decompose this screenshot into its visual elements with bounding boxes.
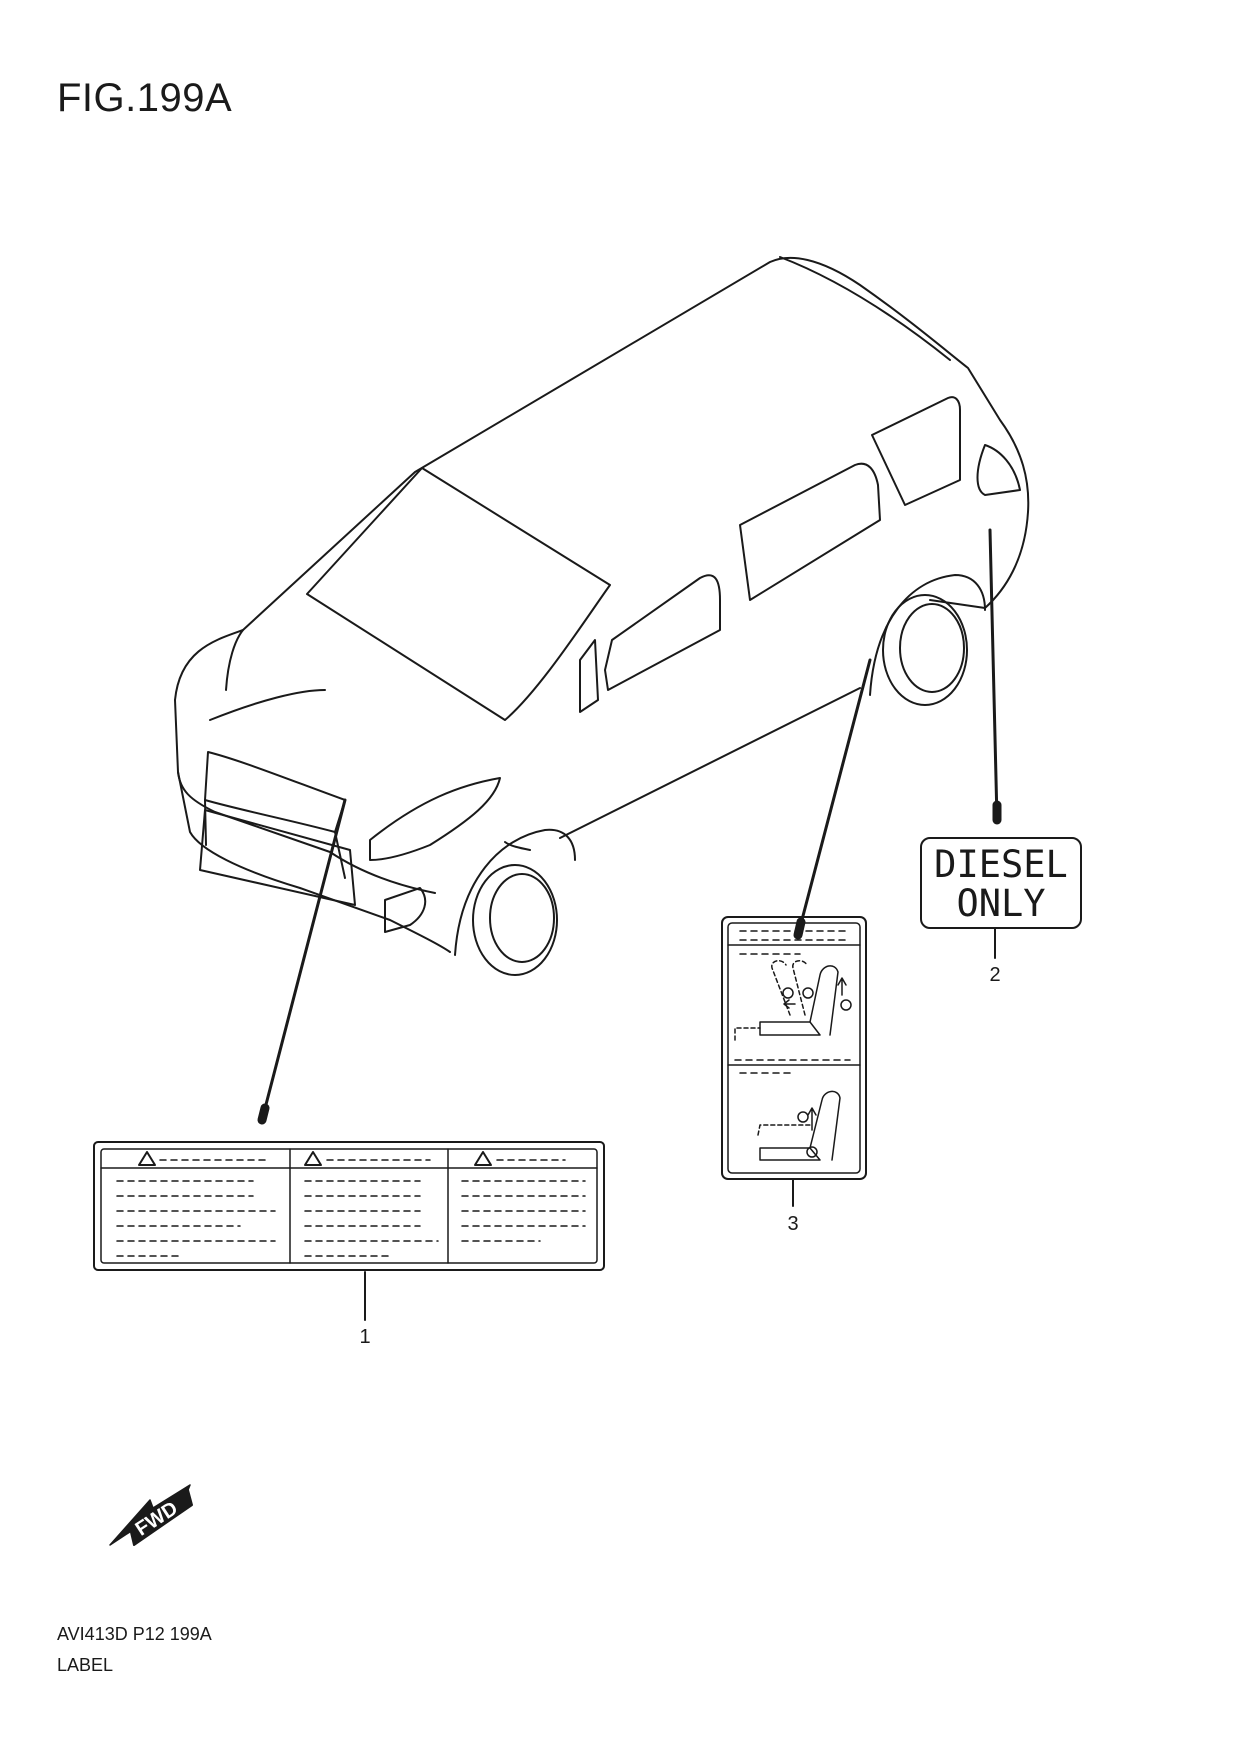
diesel-label-line-2: ONLY bbox=[956, 882, 1045, 925]
leader-lines bbox=[257, 528, 1002, 1321]
warning-triangle-icon bbox=[474, 1151, 492, 1166]
diesel-label-line-1: DIESEL bbox=[934, 843, 1068, 886]
part-3-seat-operation-label bbox=[721, 916, 867, 1180]
ref-number-2: 2 bbox=[989, 964, 1000, 986]
ref-number-1: 1 bbox=[359, 1326, 370, 1348]
diagram-caption: LABEL bbox=[57, 1655, 114, 1675]
diagram-code: AVI413D P12 199A bbox=[57, 1624, 212, 1644]
seat-fold-diagram-lower bbox=[757, 1090, 841, 1161]
figure-title: FIG.199A bbox=[57, 76, 233, 120]
vehicle-outline-illustration bbox=[174, 256, 1030, 976]
warning-triangle-icon bbox=[138, 1151, 156, 1166]
part-1-warning-label bbox=[93, 1141, 605, 1271]
warning-triangle-icon bbox=[304, 1151, 322, 1166]
part-2-diesel-only-label: DIESEL ONLY bbox=[920, 837, 1082, 929]
placeholder-text-lines bbox=[116, 1159, 586, 1257]
fwd-arrow-icon: FWD bbox=[109, 1484, 193, 1546]
seat-fold-diagram-upper bbox=[734, 960, 852, 1041]
ref-number-3: 3 bbox=[787, 1213, 798, 1235]
